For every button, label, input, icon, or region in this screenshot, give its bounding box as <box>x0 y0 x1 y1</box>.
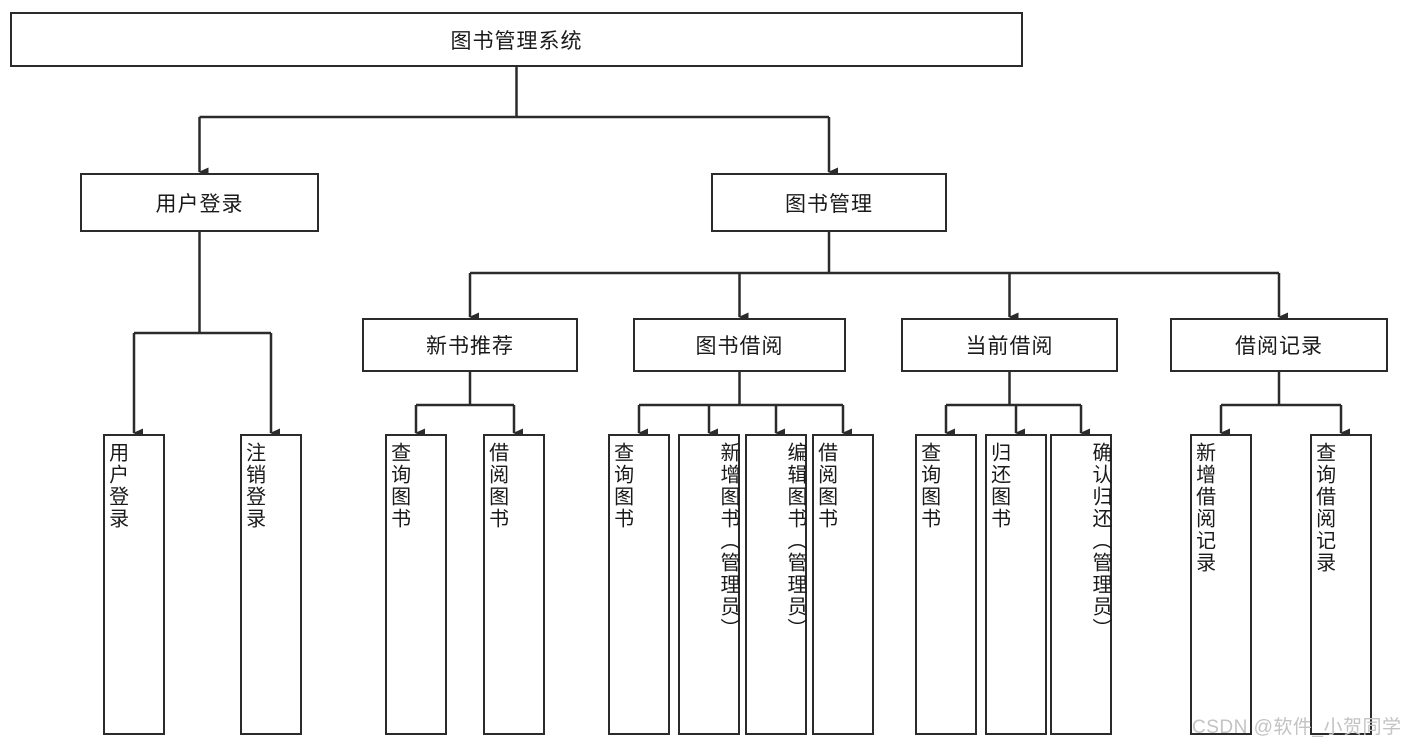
node-label: 图书管理 <box>785 192 873 216</box>
node-label: 注销登录 <box>242 442 265 530</box>
node-label: 查询图书 <box>917 442 940 530</box>
node-label: 查询图书 <box>387 442 410 530</box>
edge-group <box>132 67 1350 438</box>
node-leaf-query-book-3[interactable]: 查询图书 <box>915 434 977 735</box>
node-label: 新增借阅记录 <box>1192 442 1215 574</box>
node-leaf-edit-book-admin[interactable]: 编辑图书（管理员） <box>745 434 807 735</box>
node-label: 图书借阅 <box>695 335 784 358</box>
node-leaf-query-book-2[interactable]: 查询图书 <box>608 434 670 735</box>
node-label: 查询图书 <box>610 442 633 530</box>
node-label: 借阅图书 <box>485 442 508 530</box>
node-label: 当前借阅 <box>965 335 1054 358</box>
node-leaf-user-login[interactable]: 用户登录 <box>103 434 165 735</box>
node-label: 归还图书 <box>987 442 1010 530</box>
node-label: 查询借阅记录 <box>1312 442 1335 574</box>
node-label: 借阅记录 <box>1235 335 1323 358</box>
node-leaf-user-logout[interactable]: 注销登录 <box>240 434 302 735</box>
node-leaf-add-borrow-record[interactable]: 新增借阅记录 <box>1190 434 1252 735</box>
node-label: 借阅图书 <box>814 442 837 530</box>
node-label: 新增图书（管理员） <box>717 442 739 640</box>
node-borrow-record[interactable]: 借阅记录 <box>1170 318 1388 372</box>
node-leaf-query-book-1[interactable]: 查询图书 <box>385 434 447 735</box>
node-label: 编辑图书（管理员） <box>784 442 806 640</box>
node-label: 用户登录 <box>155 192 244 216</box>
node-label: 确认归还（管理员） <box>1089 442 1111 640</box>
node-book-manage[interactable]: 图书管理 <box>711 173 947 232</box>
node-label: 新书推荐 <box>426 335 514 358</box>
node-new-book-recommend[interactable]: 新书推荐 <box>362 318 578 372</box>
node-book-borrow[interactable]: 图书借阅 <box>633 318 846 372</box>
node-current-borrow[interactable]: 当前借阅 <box>901 318 1118 372</box>
node-label: 图书管理系统 <box>450 29 583 53</box>
node-leaf-query-borrow-record[interactable]: 查询借阅记录 <box>1310 434 1372 735</box>
node-leaf-borrow-book-1[interactable]: 借阅图书 <box>483 434 545 735</box>
node-leaf-add-book-admin[interactable]: 新增图书（管理员） <box>678 434 740 735</box>
node-leaf-return-book[interactable]: 归还图书 <box>985 434 1047 735</box>
node-root[interactable]: 图书管理系统 <box>10 12 1023 67</box>
node-leaf-borrow-book-2[interactable]: 借阅图书 <box>812 434 874 735</box>
node-label: 用户登录 <box>105 442 128 530</box>
node-user-login[interactable]: 用户登录 <box>80 173 319 232</box>
node-leaf-confirm-return-admin[interactable]: 确认归还（管理员） <box>1050 434 1112 735</box>
watermark: CSDN @软件_小贺同学 <box>1192 717 1402 738</box>
